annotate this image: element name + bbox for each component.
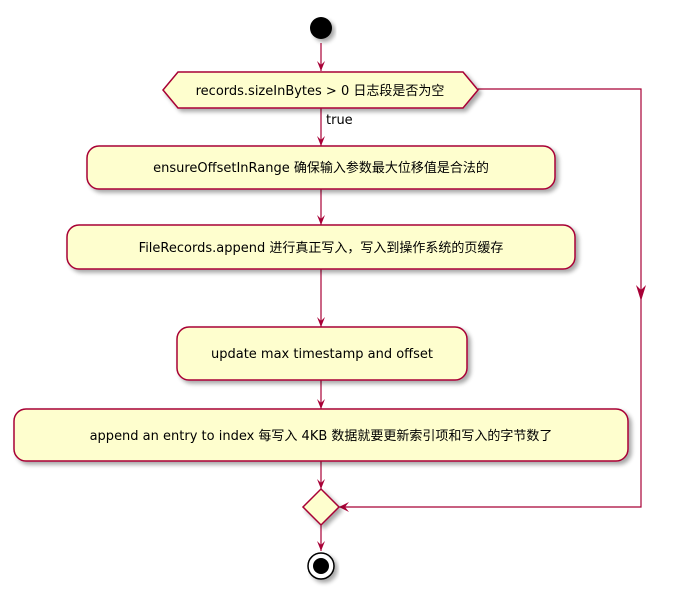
arrowhead [339, 502, 349, 512]
step-file-records-append [66, 224, 576, 270]
true-guard-label: true [326, 113, 353, 128]
arrowhead [317, 541, 325, 551]
arrowhead [317, 399, 325, 409]
arrowhead [636, 285, 646, 301]
step-append-index-entry [13, 408, 629, 462]
end-node [307, 552, 335, 580]
arrowhead [317, 136, 325, 146]
arrowhead [317, 215, 325, 225]
connectors [320, 43, 642, 551]
step-update-max-timestamp-label: update max timestamp and offset [211, 347, 433, 362]
condition-label: records.sizeInBytes > 0 日志段是否为空 [196, 84, 445, 99]
arrowhead [317, 61, 325, 71]
step-append-index-entry-label: append an entry to index 每写入 4KB 数据就要更新索… [90, 428, 553, 444]
merge-node [301, 487, 341, 527]
step-file-records-append-label: FileRecords.append 进行真正写入，写入到操作系统的页缓存 [139, 240, 504, 256]
decision-condition [162, 71, 479, 109]
step-ensure-offset [86, 145, 556, 190]
arrowheads [317, 61, 646, 551]
arrowhead [317, 317, 325, 327]
step-ensure-offset-label: ensureOffsetInRange 确保输入参数最大位移值是合法的 [153, 160, 489, 176]
start-node [310, 17, 332, 39]
arrowhead [317, 479, 325, 489]
step-update-max-timestamp [176, 326, 468, 381]
